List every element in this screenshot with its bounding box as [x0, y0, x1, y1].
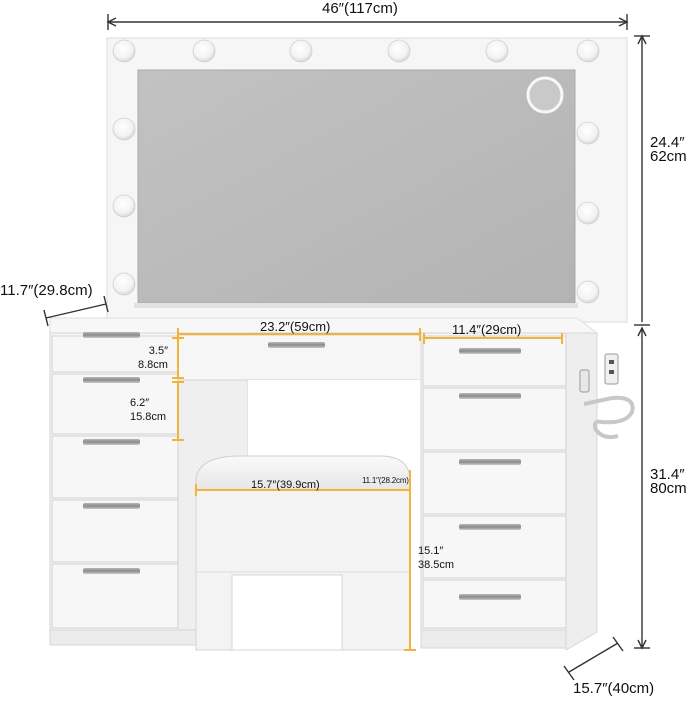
- mirror-bulbs: [112, 39, 600, 304]
- knee-space-height-in: 6.2″: [130, 397, 150, 409]
- top-drawer-height-in: 3.5″: [148, 345, 168, 357]
- drawer-handle: [83, 439, 140, 445]
- center-drawer-width-label: 23.2″(59cm): [260, 319, 331, 334]
- right-drawer: [422, 335, 567, 387]
- right-drawer: [422, 579, 567, 629]
- drawer-handle: [83, 377, 140, 383]
- side-drawer-width-label: 11.4″(29cm): [452, 322, 522, 337]
- bulb: [192, 39, 216, 63]
- knee-space-height-label: 6.2″ 15.8cm: [130, 396, 166, 424]
- drawer-handle: [459, 348, 521, 354]
- power-outlet: [604, 353, 619, 385]
- desk-depth-label: 15.7″(40cm): [573, 680, 655, 697]
- bulb: [112, 39, 136, 63]
- left-drawer: [51, 435, 179, 499]
- top-drawer-height-cm: 8.8cm: [138, 359, 168, 371]
- drawer-handle: [459, 393, 521, 399]
- accent-dimension-lines: [172, 328, 563, 651]
- bulb: [576, 201, 600, 225]
- mirror-glass: [138, 70, 575, 303]
- mirror-height-in: 24.4″: [650, 134, 685, 151]
- left-drawer: [51, 563, 179, 629]
- left-drawer: [51, 499, 179, 563]
- top-depth-label: 11.7″(29.8cm): [0, 282, 93, 299]
- stool-height-cm: 38.5cm: [418, 559, 455, 571]
- bulb: [112, 194, 136, 218]
- desk-height-cm: 80cm: [650, 480, 687, 497]
- drawer-handle: [459, 459, 521, 465]
- drawer-handle: [459, 524, 521, 530]
- drawer-handle: [83, 332, 140, 338]
- hair-dryer-holder: [583, 395, 635, 440]
- top-drawer-height-label: 3.5″ 8.8cm: [138, 344, 168, 372]
- bulb: [485, 39, 509, 63]
- drawer-handle: [459, 594, 521, 600]
- usb-port: [579, 369, 590, 393]
- bulb: [387, 39, 411, 63]
- right-cabinet: [420, 332, 635, 651]
- magnifier-mirror: [526, 76, 564, 114]
- mirror-height-label: 24.4″ 62cm: [650, 134, 687, 165]
- bulb: [576, 121, 600, 145]
- bulb: [576, 39, 600, 63]
- stool-height-in: 15.1″: [418, 545, 444, 557]
- stool-height-label: 15.1″ 38.5cm: [418, 544, 454, 572]
- drawer-handle: [83, 568, 140, 574]
- stool-width-label: 15.7″(39.9cm): [251, 479, 320, 491]
- mirror-height-cm: 62cm: [650, 148, 687, 165]
- knee-space-height-cm: 15.8cm: [130, 411, 167, 423]
- bulb: [112, 272, 136, 296]
- desk-height-in: 31.4″: [650, 466, 685, 483]
- left-drawer: [51, 373, 179, 435]
- dimension-lines: [43, 14, 650, 681]
- overall-width-label: 46″(117cm): [322, 0, 398, 17]
- drawer-handle: [268, 342, 325, 348]
- drawer-handle: [83, 503, 140, 509]
- bulb: [112, 117, 136, 141]
- bulb: [289, 39, 313, 63]
- mirror-frame: [106, 37, 628, 323]
- bulb: [576, 280, 600, 304]
- desk-height-label: 31.4″ 80cm: [650, 466, 687, 497]
- stool-depth-label: 11.1″(28.2cm): [362, 476, 409, 485]
